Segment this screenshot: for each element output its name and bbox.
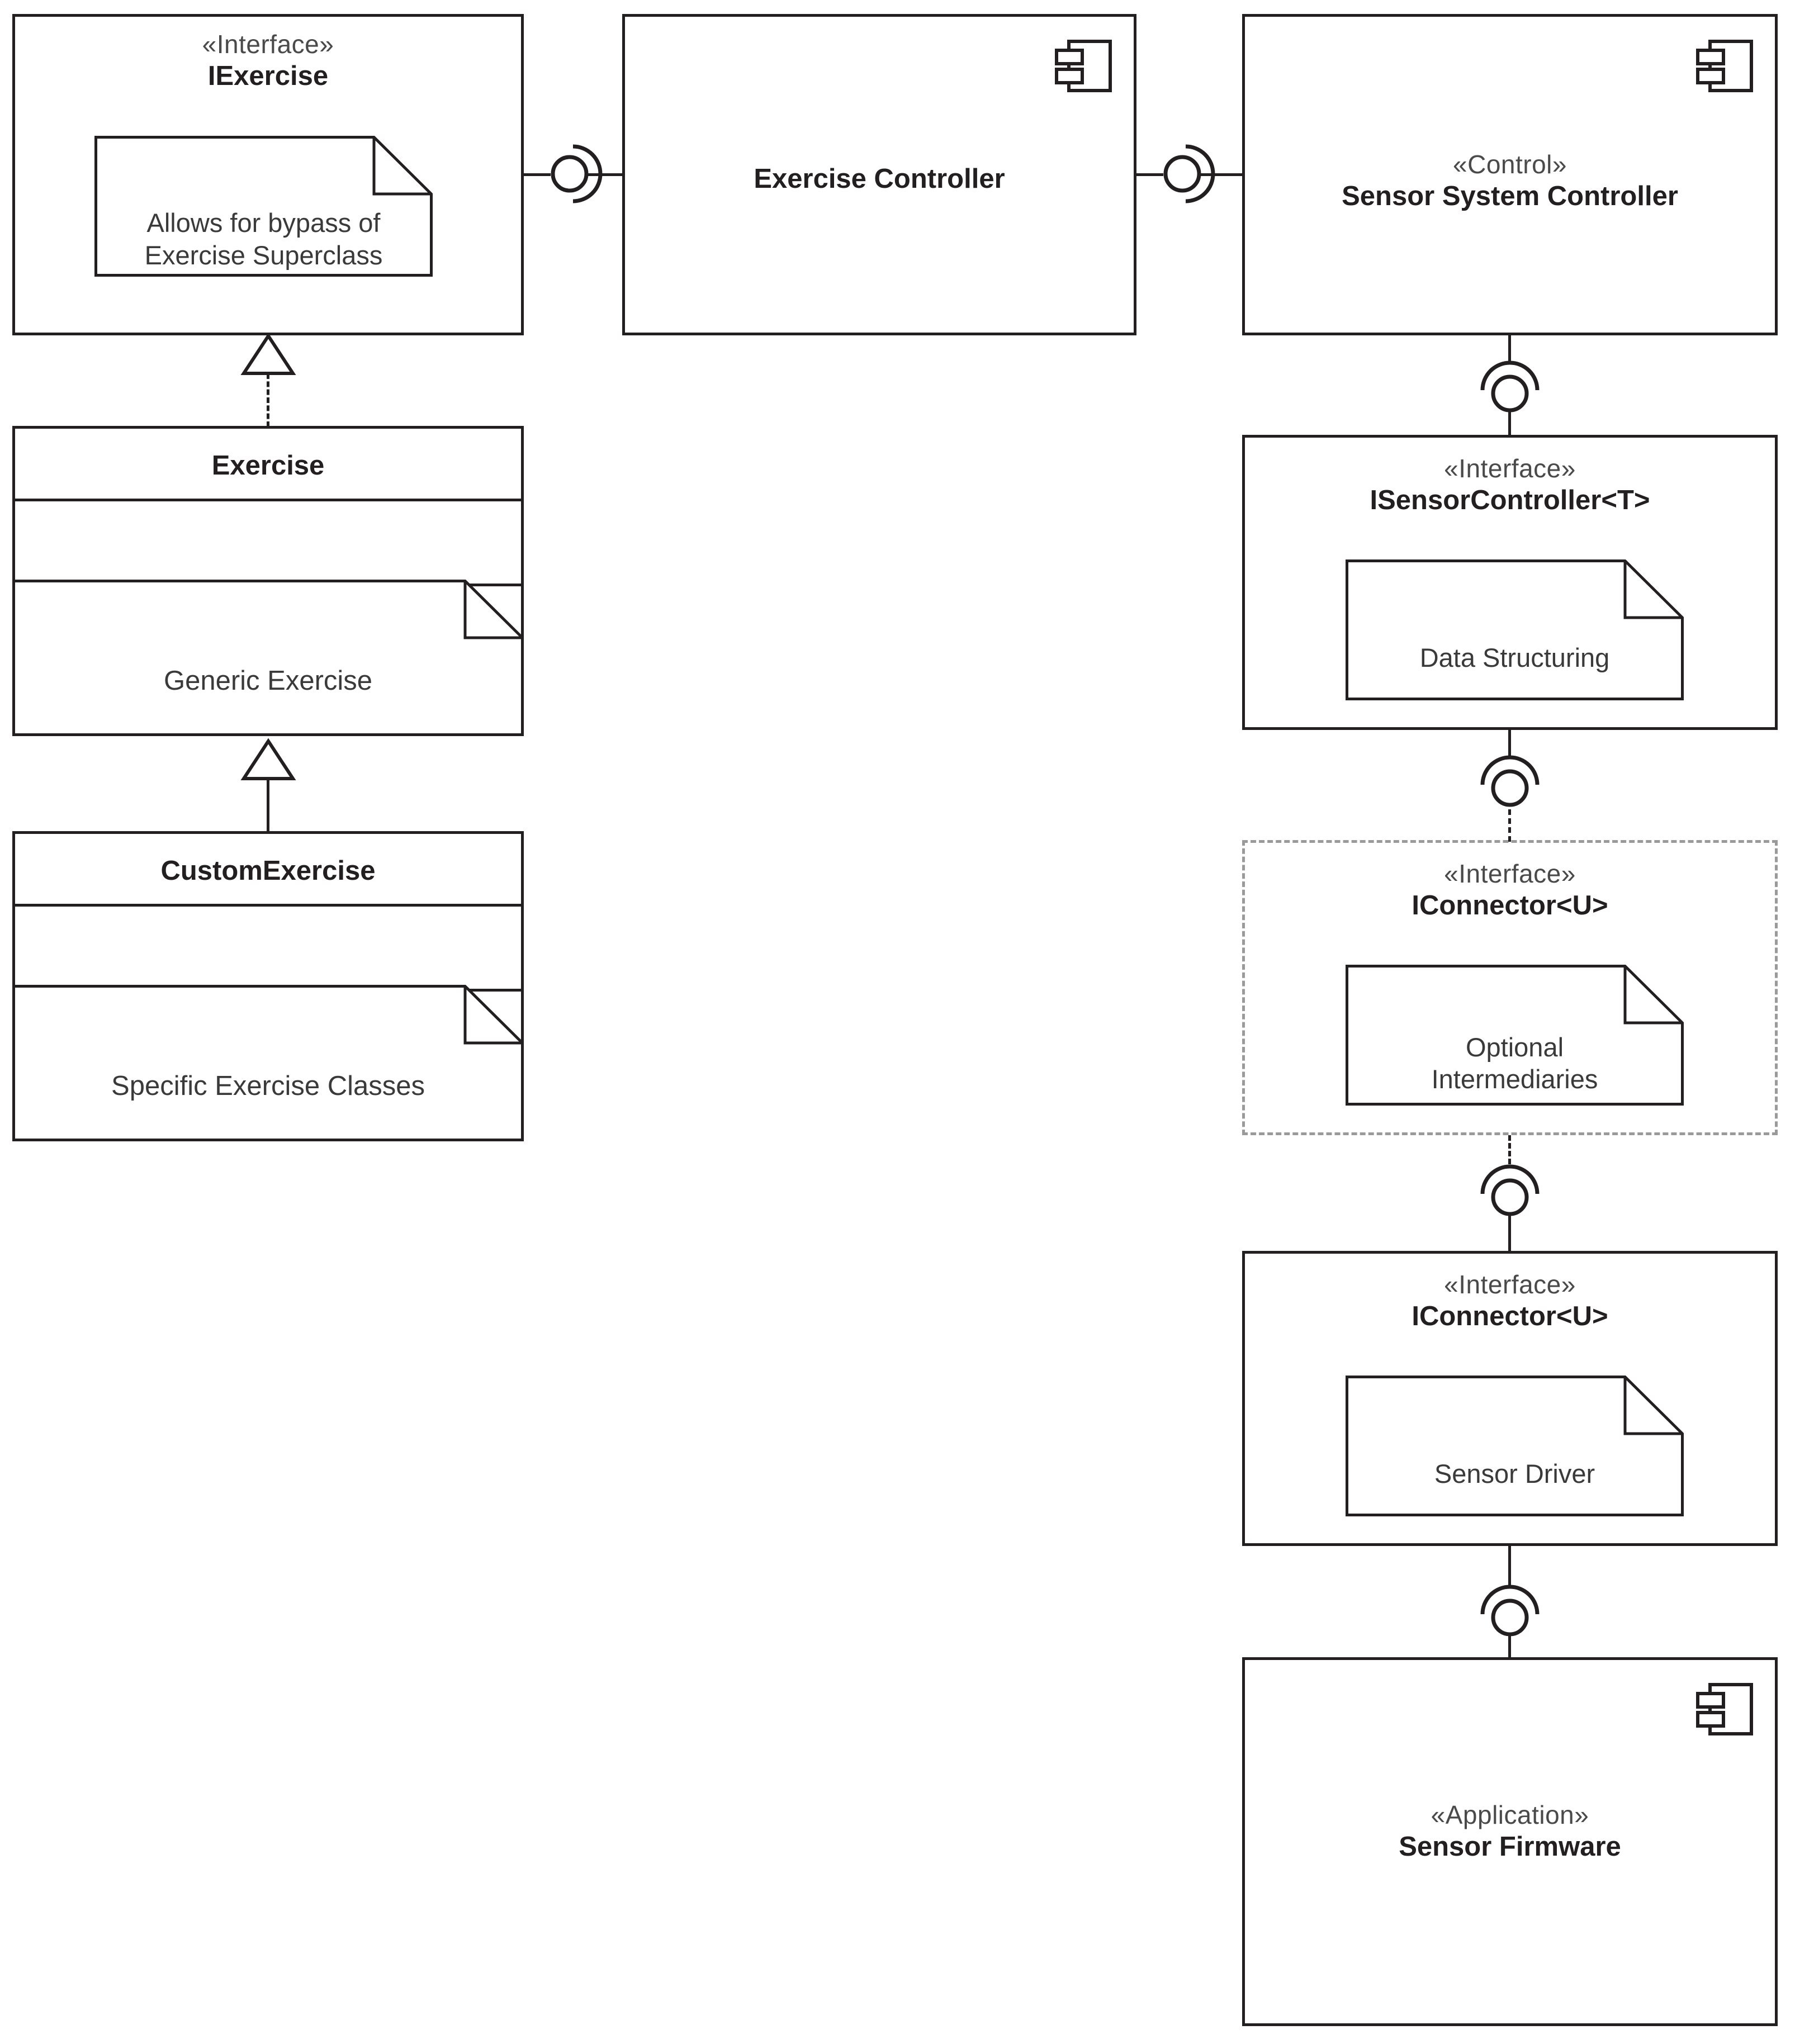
iconnector-optional-stereotype: «Interface» [1444,859,1576,888]
class-compartment-separator-1 [15,904,521,907]
exercise-class-note-line1: Generic Exercise [163,666,373,696]
node-exercise-class[interactable]: Exercise Generic Exercise [12,426,524,736]
isensorcontroller-note: Data Structuring [1346,559,1684,700]
isensorcontroller-note-line1: Data Structuring [1419,643,1610,672]
iexercise-note-line2: Exercise Superclass [144,240,383,270]
sensor-system-controller-name: Sensor System Controller [1342,181,1678,211]
component-icon [1053,38,1114,94]
isensorcontroller-stereotype: «Interface» [1444,454,1576,483]
connector-line-c6-top [1508,730,1511,757]
iconnector-optional-note-line2: Intermediaries [1431,1064,1598,1094]
node-exercise-controller[interactable]: Exercise Controller [622,14,1136,335]
connector-line-c8-bottom [1508,1621,1511,1658]
node-sensor-firmware[interactable]: «Application» Sensor Firmware [1242,1657,1778,2026]
iconnector-optional-note-line1: Optional [1465,1032,1564,1062]
iconnector-optional-note: Optional Intermediaries [1346,965,1684,1106]
custom-exercise-class-note-line1: Specific Exercise Classes [111,1071,425,1101]
exercise-class-name: Exercise [211,450,325,481]
iconnector-driver-stereotype: «Interface» [1444,1270,1576,1299]
assembly-connector-ball-socket-icon [1474,1581,1546,1642]
iconnector-optional-name: IConnector<U> [1412,890,1608,921]
node-iconnector-optional[interactable]: «Interface» IConnector<U> Optional Inter… [1242,840,1778,1135]
generalization-hollow-triangle-icon [240,738,296,781]
custom-exercise-class-name: CustomExercise [160,856,376,886]
connector-line-c7-top [1508,1135,1511,1164]
connector-line-c5-bottom [1508,397,1511,436]
exercise-controller-name: Exercise Controller [754,164,1005,194]
connector-line-c4 [267,779,269,832]
node-sensor-system-controller[interactable]: «Control» Sensor System Controller [1242,14,1778,335]
connector-line-c6-bottom [1508,791,1511,842]
connector-line-c1-left [524,173,551,176]
generalization-hollow-triangle-icon [240,333,296,376]
assembly-connector-ball-socket-icon [1474,751,1546,813]
assembly-connector-ball-socket-icon [1158,137,1219,210]
connector-line-c2-left [1136,173,1163,176]
iexercise-stereotype: «Interface» [202,30,334,59]
node-iexercise[interactable]: «Interface» IExercise Allows for bypass … [12,14,524,335]
assembly-connector-ball-socket-icon [1474,1160,1546,1222]
component-icon [1694,38,1755,94]
iexercise-name: IExercise [207,61,329,91]
custom-exercise-class-note: Specific Exercise Classes [12,985,524,1141]
sensor-firmware-name: Sensor Firmware [1399,1832,1621,1862]
connector-line-c5-top [1508,335,1511,362]
assembly-connector-ball-socket-icon [545,137,607,210]
assembly-connector-ball-socket-icon [1474,357,1546,418]
iexercise-note: Allows for bypass of Exercise Superclass [94,136,433,277]
connector-line-c1-right [585,173,622,176]
iexercise-note-line1: Allows for bypass of [146,208,381,238]
iconnector-driver-name: IConnector<U> [1412,1301,1608,1331]
sensor-firmware-stereotype: «Application» [1431,1800,1589,1829]
connector-line-c2-right [1197,173,1242,176]
iconnector-driver-note: Sensor Driver [1346,1376,1684,1516]
component-icon [1694,1681,1755,1737]
connector-line-c8-top [1508,1546,1511,1586]
node-isensorcontroller[interactable]: «Interface» ISensorController<T> Data St… [1242,435,1778,730]
isensorcontroller-name: ISensorController<T> [1370,485,1650,515]
iconnector-driver-note-line1: Sensor Driver [1434,1459,1595,1488]
sensor-system-controller-stereotype: «Control» [1453,150,1567,179]
connector-line-c7-bottom [1508,1201,1511,1252]
exercise-class-note: Generic Exercise [12,580,524,736]
node-custom-exercise-class[interactable]: CustomExercise Specific Exercise Classes [12,831,524,1141]
connector-line-c3 [267,373,269,427]
node-iconnector-driver[interactable]: «Interface» IConnector<U> Sensor Driver [1242,1251,1778,1546]
class-compartment-separator-1 [15,499,521,501]
